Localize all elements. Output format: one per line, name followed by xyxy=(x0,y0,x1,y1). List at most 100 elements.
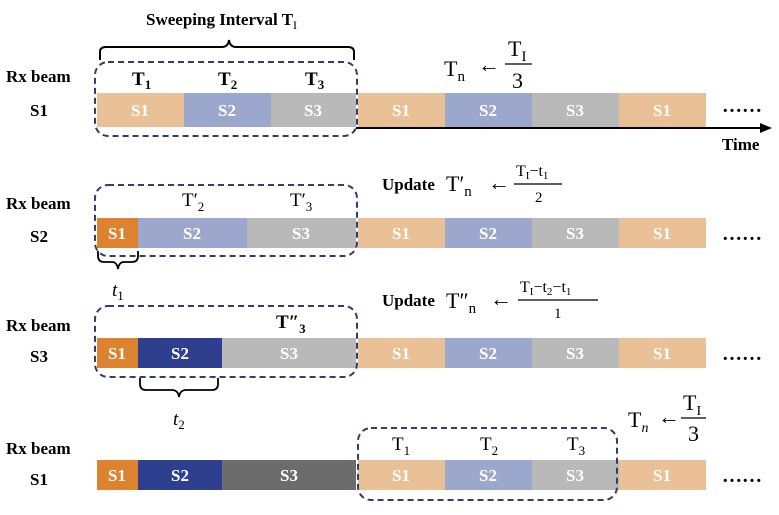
row4-seg-4 xyxy=(358,460,445,490)
row4-seg-3-label: S3 xyxy=(280,466,298,485)
row2-ellipsis: …… xyxy=(722,223,762,245)
sweep-brace xyxy=(99,39,355,60)
row2-slot-T3: T′3 xyxy=(290,190,312,214)
row4-seg-2 xyxy=(138,460,222,490)
row4-seg-1-label: S1 xyxy=(108,466,126,485)
row1-seg-2-label: S2 xyxy=(218,101,236,120)
row2-seg-5 xyxy=(445,218,532,248)
f2-num: TI−t1 xyxy=(516,163,548,182)
row4-seg-6 xyxy=(532,460,619,490)
sweep-interval-label: Sweeping Interval TI xyxy=(146,10,297,32)
f4-den: 3 xyxy=(688,421,699,446)
row1-seg-5 xyxy=(445,93,532,127)
f3-lhs: T″n xyxy=(446,288,477,317)
f1-den: 3 xyxy=(512,68,523,93)
row4-ellipsis: …… xyxy=(722,465,762,487)
row2-seg-3 xyxy=(247,218,356,248)
row4-seg-5 xyxy=(445,460,532,490)
time-label: Time xyxy=(722,135,760,154)
row2-seg-7-label: S1 xyxy=(653,224,671,243)
f1-lhs: Tn xyxy=(444,56,465,85)
row3-seg-1 xyxy=(97,338,138,368)
row2-seg-2 xyxy=(138,218,247,248)
row-3: Rx beam S3 S1 S2 S3 S1 S2 S3 S1 T″3 …… t… xyxy=(6,279,762,432)
row3-seg-5 xyxy=(445,338,532,368)
row2-rx-label: Rx beam xyxy=(6,194,71,213)
row1-seg-7-label: S1 xyxy=(653,101,671,120)
row2-seg-6 xyxy=(532,218,619,248)
row2-seg-4-label: S1 xyxy=(392,224,410,243)
row2-beam-label: S2 xyxy=(30,227,48,246)
row2-seg-6-label: S3 xyxy=(566,224,584,243)
row1-seg-3-label: S3 xyxy=(304,101,322,120)
row2-seg-4 xyxy=(358,218,445,248)
row4-sweep-box xyxy=(357,427,618,501)
t2-brace xyxy=(139,378,219,398)
row3-seg-2-label: S2 xyxy=(171,344,189,363)
f2-lhs: T′n xyxy=(446,171,472,200)
row3-sweep-box xyxy=(94,305,358,378)
row3-seg-7-label: S1 xyxy=(653,344,671,363)
f3-arrow: ← xyxy=(490,286,512,311)
row3-seg-2 xyxy=(138,338,222,368)
row2-seg-7 xyxy=(619,218,706,248)
row1-seg-2 xyxy=(184,93,271,127)
row4-rx-label: Rx beam xyxy=(6,439,71,458)
f1-arrow: ← xyxy=(478,52,500,77)
row1-seg-5-label: S2 xyxy=(479,101,497,120)
row2-seg-1-label: S1 xyxy=(108,224,126,243)
row4-seg-4-label: S1 xyxy=(392,466,410,485)
row4-beam-label: S1 xyxy=(30,470,48,489)
row4-seg-7-label: S1 xyxy=(653,466,671,485)
row3-seg-3 xyxy=(222,338,356,368)
f4-num: TI xyxy=(683,390,701,419)
row1-slot-T3: T3 xyxy=(305,69,325,92)
f2-update: Update xyxy=(382,175,435,194)
row4-slot-T2: T2 xyxy=(480,434,498,458)
row3-slot-T3: T″3 xyxy=(276,312,306,336)
row4-seg-6-label: S3 xyxy=(566,466,584,485)
row2-slot-T2: T′2 xyxy=(182,190,204,214)
row3-seg-4-label: S1 xyxy=(392,344,410,363)
row4-seg-5-label: S2 xyxy=(479,466,497,485)
row1-rx-label: Rx beam xyxy=(6,67,71,86)
row3-seg-7 xyxy=(619,338,706,368)
f2-arrow: ← xyxy=(488,170,510,195)
row4-seg-2-label: S2 xyxy=(171,466,189,485)
row3-seg-6-label: S3 xyxy=(566,344,584,363)
f3-den: 1 xyxy=(554,306,562,322)
row4-seg-1 xyxy=(97,460,138,490)
row4-seg-3 xyxy=(222,460,356,490)
f3-update: Update xyxy=(382,291,435,310)
t1-brace xyxy=(97,251,139,270)
row1-seg-4 xyxy=(358,93,445,127)
row2-sweep-box xyxy=(94,184,358,257)
row1-seg-4-label: S1 xyxy=(392,101,410,120)
row1-beam-label: S1 xyxy=(30,101,48,120)
row3-beam-label: S3 xyxy=(30,347,48,366)
row2-seg-2-label: S2 xyxy=(183,224,201,243)
row1-ellipsis: …… xyxy=(722,95,762,117)
f3-num: TI−t2−t1 xyxy=(520,279,571,298)
f2-den: 2 xyxy=(535,190,543,206)
row1-slot-T1: T1 xyxy=(132,69,151,92)
row3-seg-6 xyxy=(532,338,619,368)
row1-seg-7 xyxy=(619,93,706,127)
f4-arrow: ← xyxy=(658,404,680,429)
f1-num: TI xyxy=(508,36,526,65)
row1-sweep-box xyxy=(94,61,358,137)
row3-ellipsis: …… xyxy=(722,343,762,365)
row4-slot-T1: T1 xyxy=(392,434,410,458)
row2-seg-1 xyxy=(97,218,138,248)
row1-slot-T2: T2 xyxy=(218,69,237,92)
row1-seg-6-label: S3 xyxy=(566,101,584,120)
row2-seg-3-label: S3 xyxy=(292,224,310,243)
row3-seg-3-label: S3 xyxy=(280,344,298,363)
row1-seg-1 xyxy=(97,93,184,127)
row3-seg-4 xyxy=(358,338,445,368)
t2-label: t2 xyxy=(173,409,185,432)
row1-seg-6 xyxy=(532,93,619,127)
row-2: Rx beam S2 S1 S2 S3 S1 S2 S3 S1 T′2 T′3 … xyxy=(6,163,762,303)
time-arrowhead xyxy=(760,123,772,133)
